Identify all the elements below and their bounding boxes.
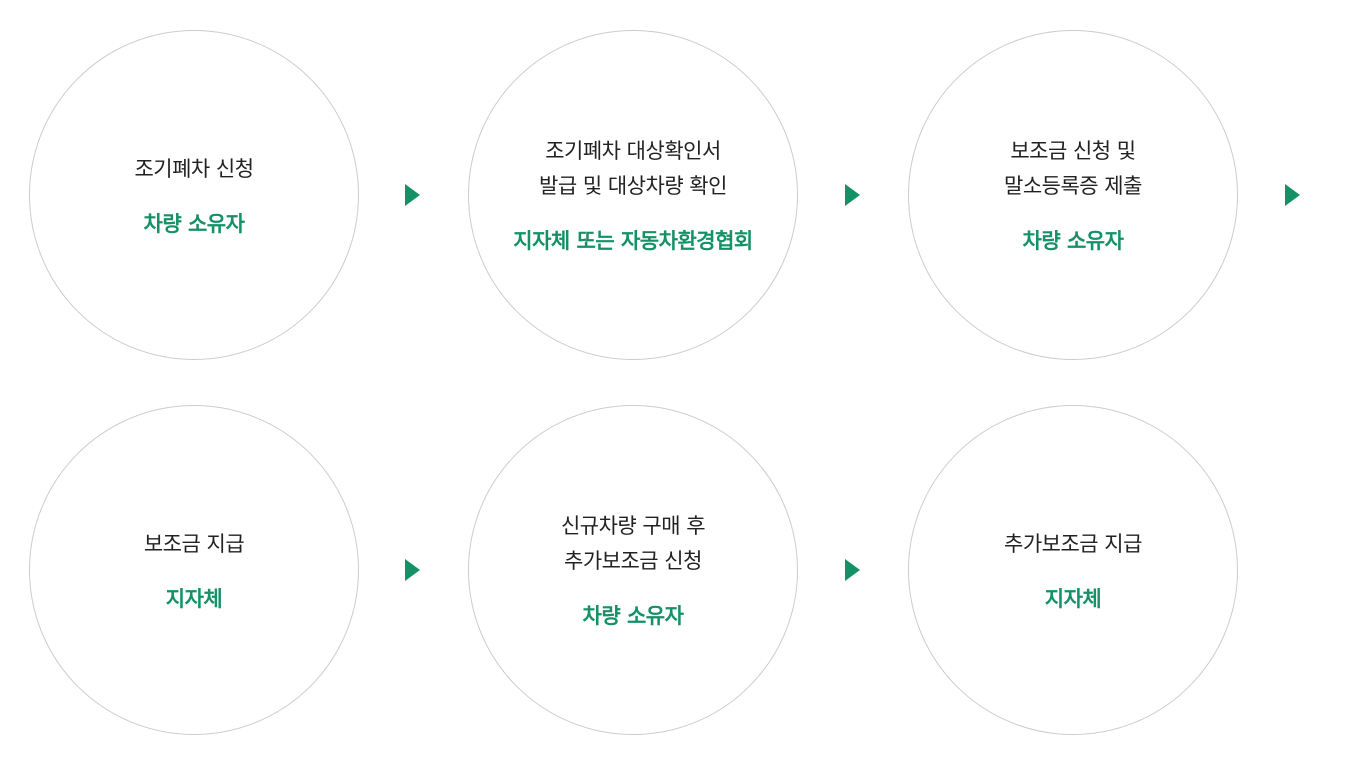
triangle-right-icon (1285, 184, 1300, 206)
step-actor: 차량 소유자 (582, 604, 684, 628)
step-title: 신규차량 구매 후 추가보조금 신청 (560, 514, 706, 573)
step-title: 조기폐차 대상확인서 발급 및 대상차량 확인 (539, 139, 727, 198)
step-4-circle: 보조금 지급 지자체 (29, 405, 359, 735)
step-5-circle: 신규차량 구매 후 추가보조금 신청 차량 소유자 (468, 405, 798, 735)
triangle-right-icon (845, 184, 860, 206)
step-title: 추가보조금 지급 (1004, 531, 1142, 556)
step-actor: 지자체 또는 자동차환경협회 (513, 229, 753, 253)
triangle-right-icon (405, 184, 420, 206)
step-1-circle: 조기폐차 신청 차량 소유자 (29, 30, 359, 360)
step-actor: 차량 소유자 (1022, 229, 1124, 253)
triangle-right-icon (845, 559, 860, 581)
step-title: 보조금 지급 (143, 531, 245, 556)
step-6-circle: 추가보조금 지급 지자체 (908, 405, 1238, 735)
step-actor: 지자체 (165, 586, 223, 611)
step-actor: 지자체 (1044, 586, 1102, 611)
step-2-circle: 조기폐차 대상확인서 발급 및 대상차량 확인 지자체 또는 자동차환경협회 (468, 30, 798, 360)
step-title: 조기폐차 신청 (134, 156, 254, 181)
step-3-circle: 보조금 신청 및 말소등록증 제출 차량 소유자 (908, 30, 1238, 360)
step-title: 보조금 신청 및 말소등록증 제출 (1004, 139, 1142, 198)
triangle-right-icon (405, 559, 420, 581)
step-actor: 차량 소유자 (143, 211, 245, 236)
